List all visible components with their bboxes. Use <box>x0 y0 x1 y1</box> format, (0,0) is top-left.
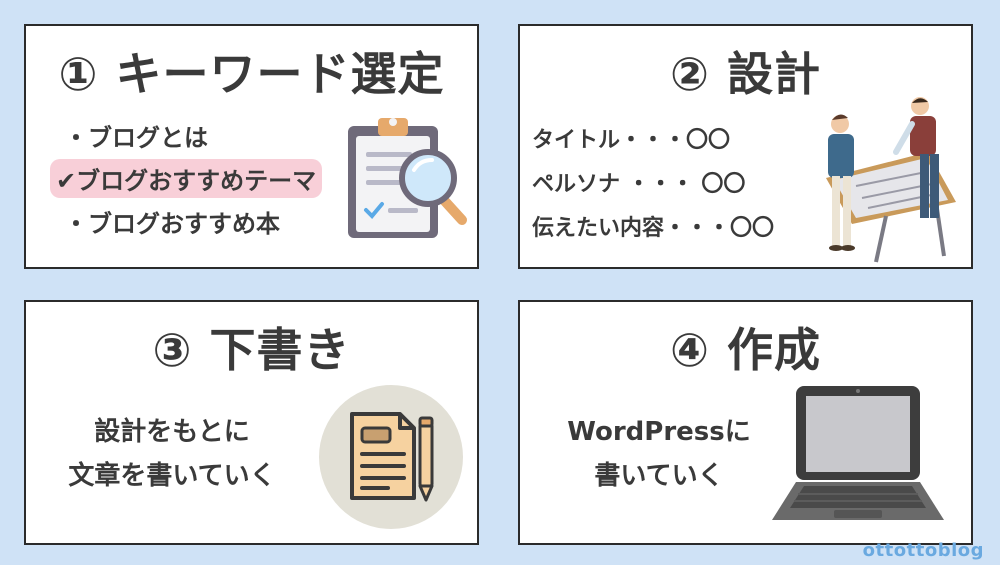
step-title: ③ 下書き <box>152 323 351 377</box>
list-item: ペルソナ ・・・ 〇〇 <box>532 172 746 197</box>
step-title: ② 設計 <box>670 47 821 101</box>
step-title: ① キーワード選定 <box>58 47 445 101</box>
description-text: 設計をもとに 文章を書いていく <box>52 410 292 498</box>
clipboard-magnifier-icon <box>348 118 467 238</box>
step-card-create: ④ 作成 WordPressに 書いていく <box>518 300 973 545</box>
description-line: 文章を書いていく <box>68 461 276 491</box>
brand-watermark: ottottoblog <box>862 540 984 561</box>
list-item: ・ブログおすすめ本 <box>64 210 280 238</box>
step-card-draft: ③ 下書き 設計をもとに 文章を書いていく <box>24 300 479 545</box>
step-card-keyword-selection: ① キーワード選定 ・ブログとは ✔ブログおすすめテーマ ・ブログおすすめ本 <box>24 24 479 269</box>
laptop-icon <box>772 386 944 520</box>
document-pencil-icon <box>319 385 463 529</box>
description-line: 書いていく <box>594 461 724 491</box>
step-card-design: ② 設計 タイトル・・・〇〇 ペルソナ ・・・ 〇〇 伝えたい内容・・・〇〇 <box>518 24 973 269</box>
description-line: WordPressに <box>567 417 751 447</box>
description-line: 設計をもとに <box>94 417 250 447</box>
list-item: 伝えたい内容・・・〇〇 <box>532 216 775 241</box>
list-item: タイトル・・・〇〇 <box>532 128 731 153</box>
designers-at-drafting-table-icon <box>826 97 956 263</box>
list-item: ・ブログとは <box>64 124 208 152</box>
step-title: ④ 作成 <box>670 323 821 377</box>
list-item-highlighted: ✔ブログおすすめテーマ <box>50 159 323 198</box>
description-text: WordPressに 書いていく <box>554 410 764 498</box>
